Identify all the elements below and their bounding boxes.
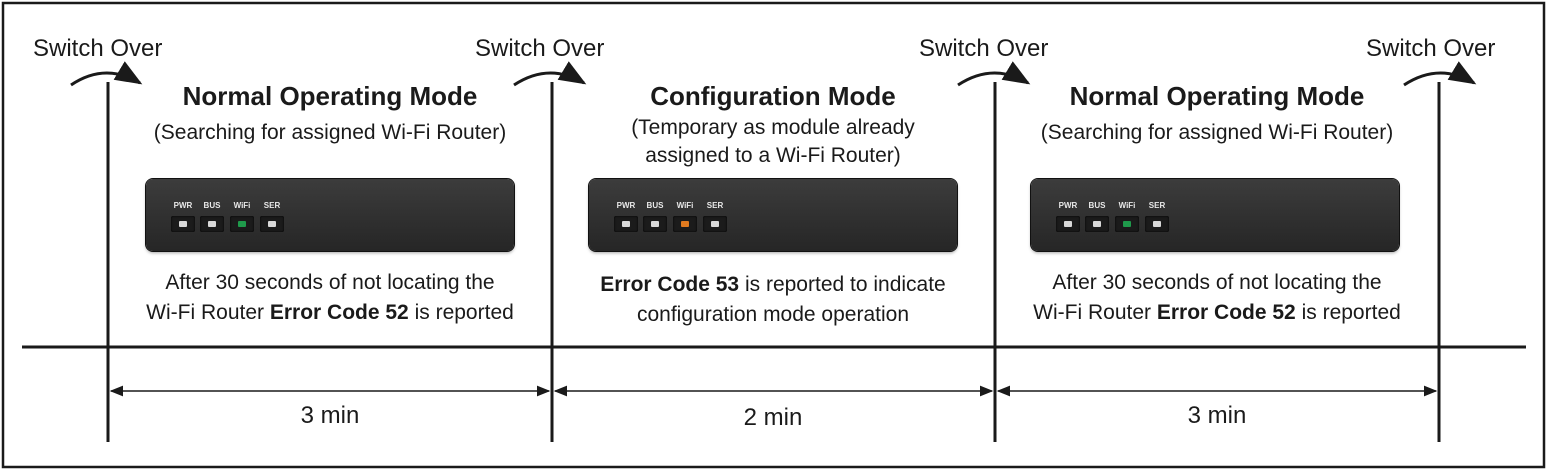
led-label: BUS [203,201,221,210]
phase-1-note: After 30 seconds of not locating the Wi-… [110,268,550,328]
led-light [238,221,246,227]
switch-over-label-4: Switch Over [1366,35,1496,62]
phase-3-duration: 3 min [1187,402,1247,429]
led-label: PWR [1058,201,1078,210]
phase-1-note-line1: After 30 seconds of not locating the [165,271,495,294]
led-label: BUS [1088,201,1106,210]
phase-2-duration: 2 min [743,404,803,431]
led-light [711,221,719,227]
phase-1-note-line2: Wi-Fi Router Error Code 52 is reported [146,301,514,324]
error-code: Error Code 52 [269,301,409,324]
phase-3-note: After 30 seconds of not locating the Wi-… [997,268,1437,328]
led-label: PWR [173,201,193,210]
led-light [179,221,187,227]
led-label: SER [1148,201,1166,210]
led-label: SER [263,201,281,210]
led-light [268,221,276,227]
switch-over-label-2: Switch Over [475,35,605,62]
led-label: WiFi [1118,201,1136,210]
phase-3-subtitle: (Searching for assigned Wi-Fi Router) [1040,121,1394,144]
phase-3-title: Normal Operating Mode [1069,81,1365,111]
led-label: WiFi [233,201,251,210]
led-light [651,221,659,227]
phase-2-note-line1: Error Code 53 is reported to indicate [600,273,946,296]
phase-1-module: PWR BUS WiFi SER [146,179,514,251]
phase-2-note-line2: configuration mode operation [636,303,909,326]
error-code: Error Code 53 [600,273,740,296]
phase-1-subtitle: (Searching for assigned Wi-Fi Router) [153,121,507,144]
phase-2-note: Error Code 53 is reported to indicate co… [553,270,993,330]
phase-3-note-line1: After 30 seconds of not locating the [1052,271,1382,294]
switch-over-label-1: Switch Over [33,35,163,62]
led-light [681,221,689,227]
switch-arrow-1 [70,61,143,87]
error-code: Error Code 52 [1156,301,1296,324]
switch-over-label-3: Switch Over [919,35,1049,62]
led-light [1153,221,1161,227]
phase-3-note-line2: Wi-Fi Router Error Code 52 is reported [1033,301,1401,324]
led-light [1093,221,1101,227]
led-label: BUS [646,201,664,210]
switch-arrow-3 [957,61,1031,87]
phase-1-title: Normal Operating Mode [182,81,478,111]
phase-2-subtitle-line2: assigned to a Wi-Fi Router) [645,144,901,167]
led-label: WiFi [676,201,694,210]
switch-arrow-2 [513,61,587,87]
phase-3-module: PWR BUS WiFi SER [1031,179,1399,251]
phase-1-duration: 3 min [300,402,360,429]
led-light [208,221,216,227]
phase-2-module: PWR BUS WiFi SER [589,179,957,251]
led-label: SER [706,201,724,210]
phase-2-subtitle-line1: (Temporary as module already [631,116,915,139]
switch-arrow-4 [1403,61,1477,87]
led-light [1123,221,1131,227]
phase-2-title: Configuration Mode [650,81,896,111]
led-light [1064,221,1072,227]
led-label: PWR [616,201,636,210]
led-light [622,221,630,227]
